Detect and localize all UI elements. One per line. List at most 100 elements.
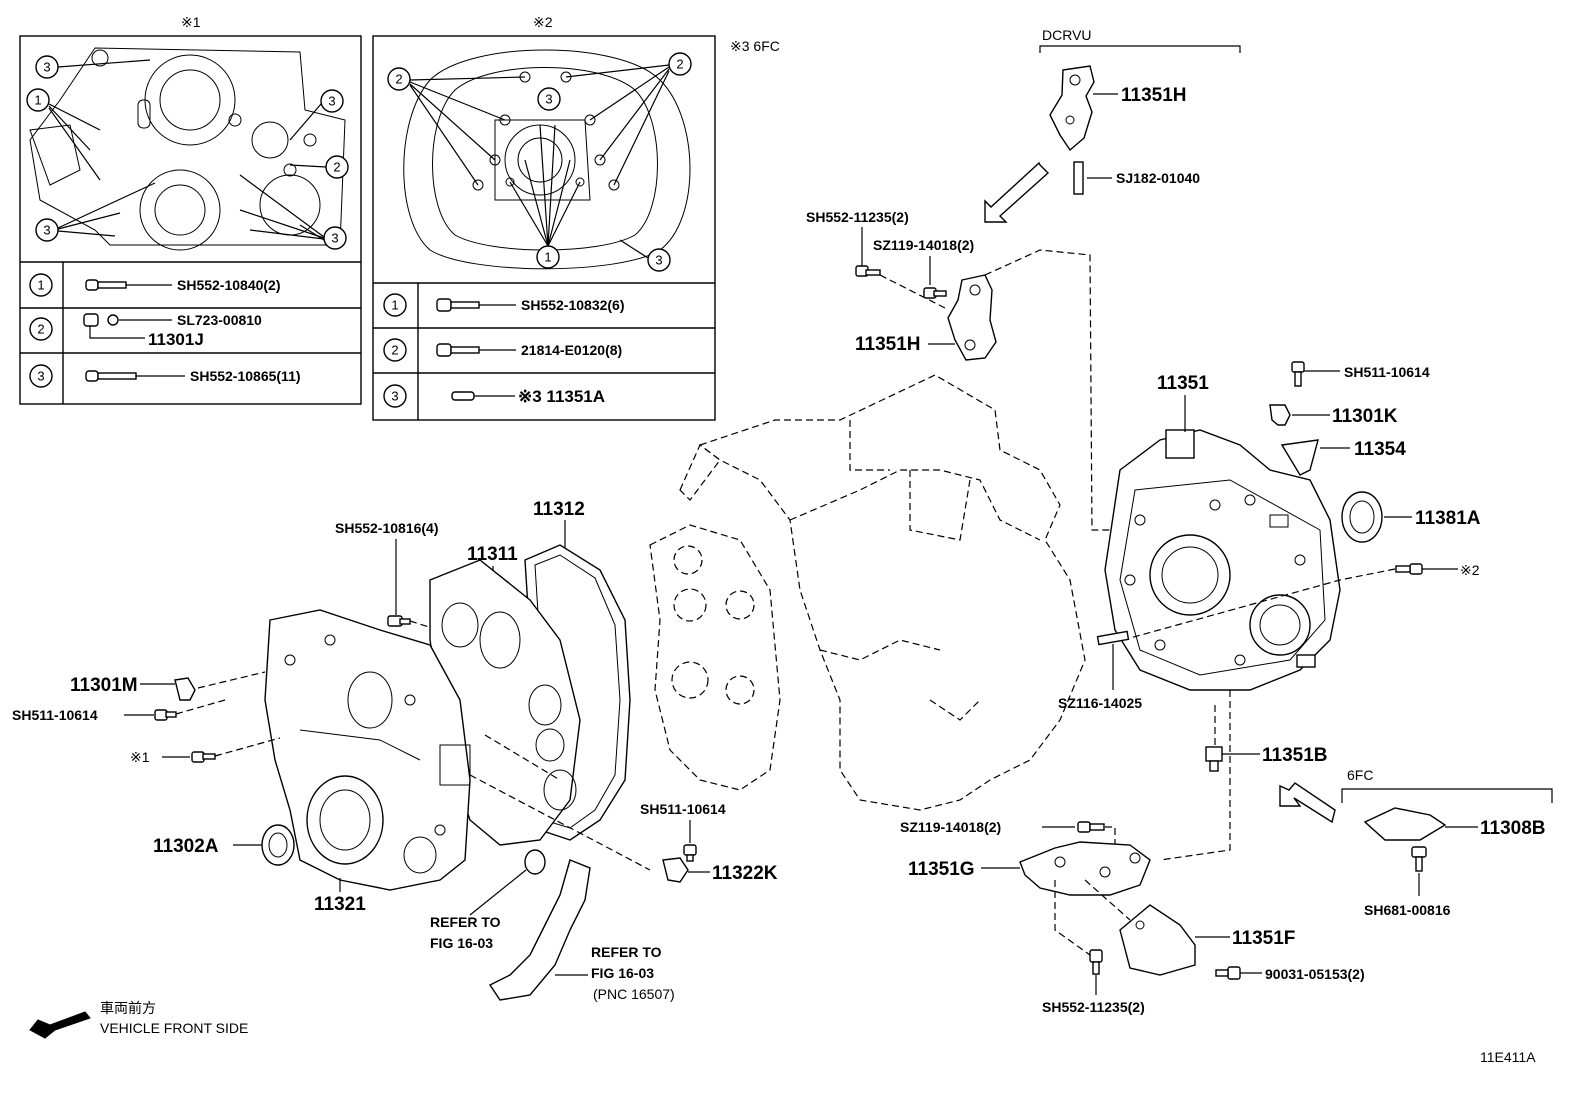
part-number: SH681-00816 — [1364, 902, 1451, 918]
part-number: SZ116-14025 — [1058, 695, 1142, 711]
part-number: SL723-00810 — [177, 312, 262, 328]
bolt-icon — [683, 844, 697, 862]
part-number: 11301J — [148, 330, 204, 349]
inset-1: ※1 3 1 3 — [19, 14, 362, 405]
svg-text:1: 1 — [544, 250, 551, 265]
part-number: 11301M — [70, 675, 138, 696]
bolt-icon — [1291, 361, 1305, 387]
part-number: 11351H — [1121, 85, 1187, 106]
svg-text:3: 3 — [545, 92, 552, 107]
vehicle-front-arrow-icon — [29, 1011, 91, 1039]
part-number: 11322K — [712, 863, 778, 884]
svg-text:2: 2 — [395, 72, 402, 87]
bracket-11351g — [1019, 841, 1151, 896]
part-number: 11351F — [1232, 928, 1295, 949]
bolt-icon — [1089, 949, 1103, 975]
direction-en: VEHICLE FRONT SIDE — [100, 1020, 248, 1036]
part-number: 11308B — [1480, 818, 1546, 839]
inset-2-row-1: 1 SH552-10832(6) — [383, 293, 625, 317]
flywheel-housing — [1104, 429, 1341, 691]
part-number: 90031-05153(2) — [1265, 966, 1365, 982]
reference-text: REFER TO — [591, 944, 662, 960]
inset-1-row-3: 3 SH552-10865(11) — [29, 364, 301, 388]
part-number: 11351B — [1262, 745, 1328, 766]
gear-case-outline — [649, 524, 781, 791]
svg-text:3: 3 — [37, 369, 44, 384]
sensor-11301k-icon — [1269, 404, 1291, 426]
sixfc-label: 6FC — [1347, 767, 1373, 783]
water-pipe — [488, 859, 591, 1001]
part-number: 11354 — [1354, 439, 1406, 460]
part-number: SH552-11235(2) — [806, 209, 909, 225]
cover-11308b-icon — [1363, 807, 1447, 841]
part-number: SZ119-14018(2) — [873, 237, 974, 253]
bolt-icon — [1215, 966, 1241, 980]
part-number: 11351 — [1157, 373, 1209, 394]
svg-text:1: 1 — [34, 93, 41, 108]
bolt-icon — [923, 287, 947, 299]
part-number: 21814-E0120(8) — [521, 342, 622, 358]
part-number: SH511-10614 — [1344, 364, 1430, 380]
inset-2-callouts: 2 2 3 1 3 — [387, 52, 692, 272]
part-number: 11301K — [1332, 406, 1398, 427]
part-number: 11381A — [1415, 508, 1481, 529]
svg-text:3: 3 — [328, 94, 335, 109]
svg-text:3: 3 — [391, 389, 398, 404]
inset-3-note: ※3 6FC — [730, 38, 780, 54]
oil-seal-11381a-icon — [1341, 491, 1383, 543]
part-number: 11321 — [314, 894, 366, 915]
figure-id: 11E411A — [1480, 1049, 1536, 1065]
bracket-11351h-top — [1049, 65, 1095, 152]
reference-text: REFER TO — [430, 914, 501, 930]
part-number: SH511-10614 — [12, 707, 98, 723]
part-number: 11302A — [153, 836, 219, 857]
dcrvu-group: DCRVU 11351H SJ182-01040 — [984, 27, 1241, 223]
sixfc-group: 6FC 11308B SH681-00816 — [1279, 767, 1553, 918]
svg-text:3: 3 — [655, 253, 662, 268]
bolt-icon — [154, 709, 177, 721]
bolt-icon — [387, 615, 411, 627]
svg-text:1: 1 — [37, 278, 44, 293]
gasket-11354-icon — [1280, 439, 1319, 476]
note-ref: ※1 — [130, 749, 150, 765]
bolt-icon — [1077, 821, 1105, 833]
oil-seal-11302a-icon — [261, 824, 295, 866]
reference-text: FIG 16-03 — [430, 935, 493, 951]
bolt-icon — [1395, 563, 1423, 575]
stud-icon — [1073, 161, 1084, 195]
engine-outline — [679, 374, 1086, 811]
bolt-icon — [191, 751, 216, 763]
part-number: 11351G — [908, 859, 975, 880]
inset-2-row-3: 3 ※3 11351A — [383, 384, 605, 408]
stud-icon — [1096, 630, 1130, 646]
svg-text:3: 3 — [331, 231, 338, 246]
bolt-icon — [855, 265, 881, 277]
o-ring-icon — [524, 849, 546, 875]
part-number: 11351H — [855, 334, 921, 355]
svg-text:1: 1 — [391, 298, 398, 313]
inset-1-row-2: 2 SL723-00810 11301J — [29, 312, 262, 349]
plug-11351b-icon — [1205, 746, 1223, 762]
inset-1-mark: ※1 — [181, 14, 201, 30]
inset-2-mark: ※2 — [533, 14, 553, 30]
inset-1-row-1: 1 SH552-10840(2) — [29, 273, 281, 297]
svg-text:2: 2 — [333, 160, 340, 175]
sensor-11301m-icon — [174, 677, 196, 701]
direction-arrow-icon — [984, 161, 1050, 223]
svg-text:3: 3 — [43, 223, 50, 238]
svg-text:2: 2 — [391, 343, 398, 358]
part-number: SJ182-01040 — [1116, 170, 1200, 186]
svg-text:2: 2 — [37, 322, 44, 337]
part-number: SH552-10816(4) — [335, 520, 439, 536]
part-number: SH511-10614 — [640, 801, 726, 817]
inset-2-row-2: 2 21814-E0120(8) — [383, 338, 622, 362]
part-number: SH552-10865(11) — [190, 368, 301, 384]
part-number: SH552-11235(2) — [1042, 999, 1145, 1015]
bracket-11351h-mid — [947, 274, 997, 361]
svg-text:3: 3 — [43, 60, 50, 75]
reference-text: (PNC 16507) — [593, 986, 675, 1002]
svg-text:2: 2 — [676, 57, 683, 72]
part-number: SZ119-14018(2) — [900, 819, 1001, 835]
part-number: 11312 — [533, 499, 585, 520]
